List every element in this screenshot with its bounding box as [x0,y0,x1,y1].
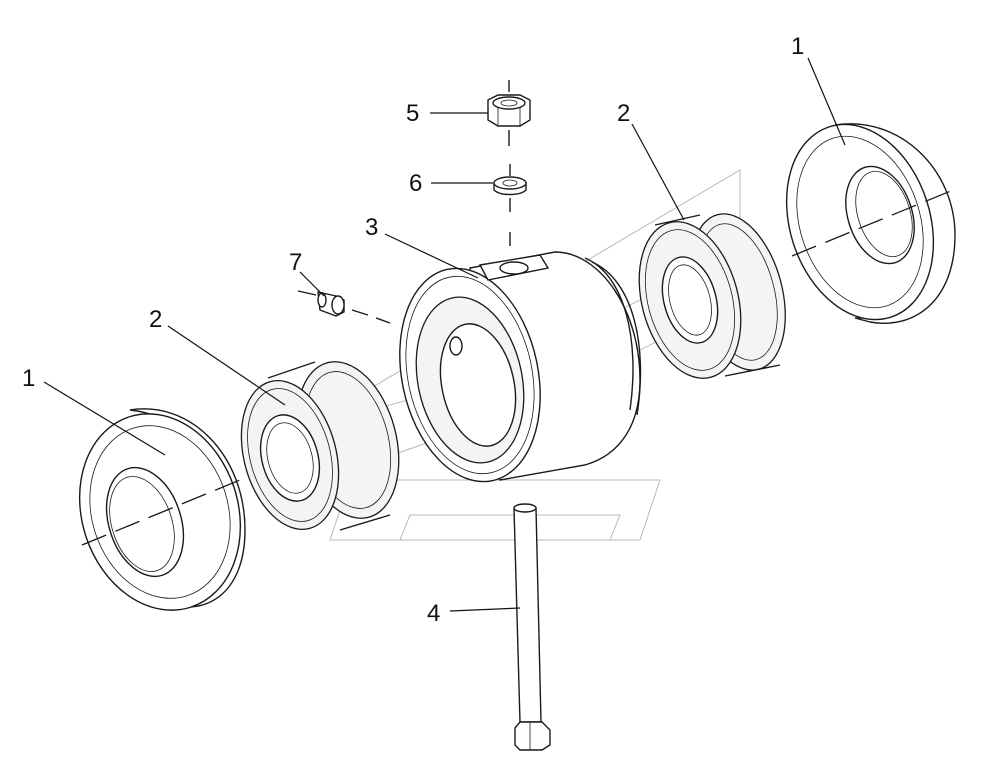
end-cover-left [78,408,246,611]
callout-5: 5 [406,100,419,127]
end-cover-right [785,123,959,324]
washer [493,164,527,246]
callout-2-right: 2 [617,100,630,127]
leader-lines [43,57,846,612]
callout-1-right: 1 [791,33,804,60]
callout-2-left: 2 [149,306,162,333]
nut [487,80,531,146]
gear-right [638,213,786,379]
gear-left [240,361,400,531]
callout-4: 4 [427,600,440,627]
callout-3: 3 [365,214,378,241]
grease-fitting [297,290,391,324]
callout-1-left: 1 [22,365,35,392]
callout-6: 6 [409,170,422,197]
bolt [513,503,551,751]
housing [399,251,642,483]
callout-labels: 1 1 2 2 3 4 5 6 7 [22,33,804,627]
callout-7: 7 [289,249,302,276]
